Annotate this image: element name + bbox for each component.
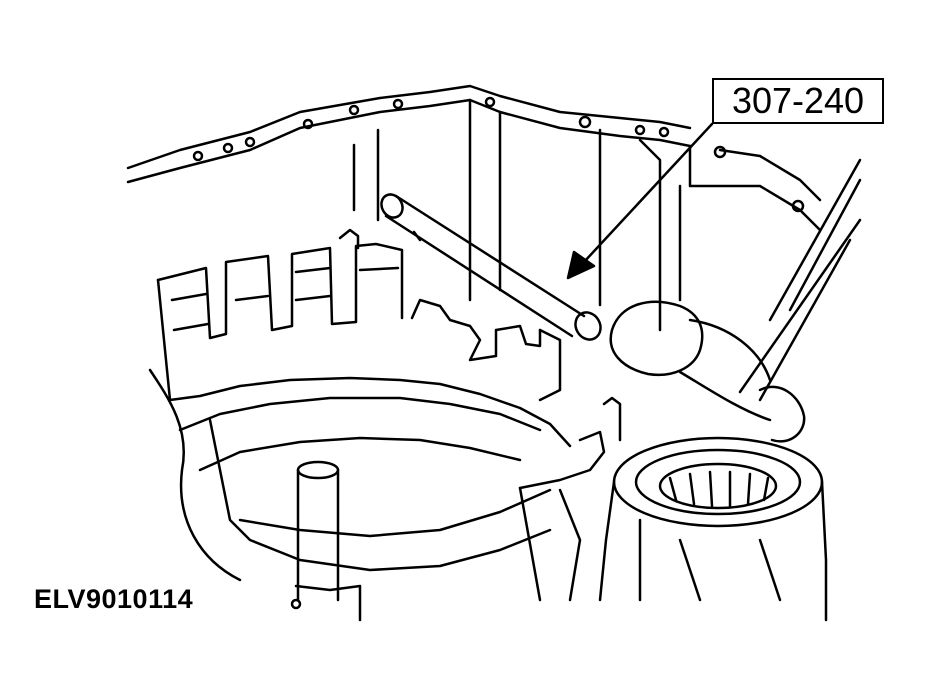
clutch-drum (156, 228, 572, 472)
bearing-seal (598, 436, 828, 622)
shaft-pin (290, 460, 362, 622)
figure-id-label: ELV9010114 (34, 584, 194, 614)
installer-tool-rod (380, 193, 602, 341)
tool-number-callout: 307-240 (712, 78, 884, 124)
hammer (609, 218, 862, 443)
callout-leader (566, 122, 714, 280)
case-walls (352, 98, 862, 332)
lower-housing (148, 368, 622, 602)
case-flange (126, 84, 805, 213)
